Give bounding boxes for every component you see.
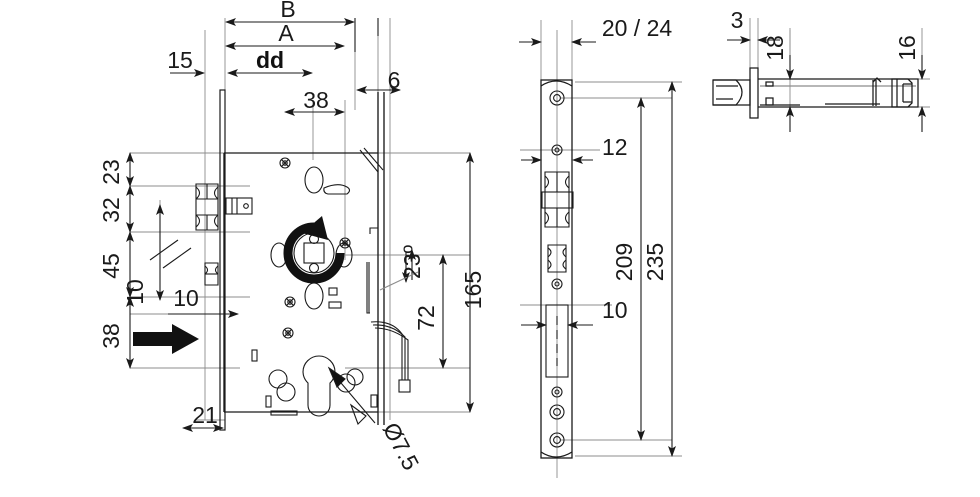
right-dimension-lines [379,152,474,413]
dim-10-face-label: 10 [602,297,628,323]
dim-23-label: 23 [98,159,124,185]
dim-dd-label: dd [256,47,284,73]
screw-boss [339,237,351,249]
front-section-view: B A dd 15 6 38 23 32 45 10 38 10 [98,0,486,474]
front-extension-lines [130,18,470,421]
side-extension-lines [749,18,930,125]
faceplate-edge-view: 20 / 24 12 10 209 235 [519,15,682,478]
roller-bolt-detail [195,183,219,231]
side-profile-view: 3 18 16 [712,7,930,132]
faceplate-hardware [541,90,574,448]
follower-rotation-arrow [283,216,345,284]
dim-32-label: 32 [98,197,124,223]
roller-spindle [225,197,253,215]
lock-mechanism-parts [251,147,411,417]
left-dimension-lines [126,152,192,369]
dim-23deg-label: 23º [399,244,425,279]
dim-15-label: 15 [167,47,193,73]
screw-boss [279,157,291,169]
dim-3-label: 3 [731,7,744,33]
dim-diam-7-5-label: Ø7.5 [378,418,424,474]
dim-B-label: B [280,0,295,22]
dim-72-label: 72 [413,305,439,331]
dim-235-label: 235 [642,243,668,281]
faceplate-dimension-lines [519,38,676,457]
dim-209-label: 209 [611,243,637,281]
dim-10-inner-label: 10 [173,285,199,311]
dim-21-label: 21 [192,402,218,428]
faceplate-extension-lines [520,20,682,478]
dim-6-label: 6 [388,67,401,93]
dim-16-label: 16 [894,35,920,61]
dim-10-left-label: 10 [122,279,148,305]
side-dimension-lines [727,36,926,132]
dim-38-top-label: 38 [303,87,329,113]
lock-body-outline [223,92,385,425]
dim-165-label: 165 [460,271,486,309]
side-profile-outline [712,67,919,119]
dim-A-label: A [278,20,294,46]
bottom-dimension-lines [182,366,376,432]
latch-bolt-detail [204,262,219,286]
dim-45-label: 45 [98,253,124,279]
dim-18-label: 18 [762,35,788,61]
handing-direction-arrow [133,324,199,354]
top-dimension-lines [170,18,401,116]
screw-boss [284,296,296,308]
dim-20-24-label: 20 / 24 [602,15,673,41]
dim-12-label: 12 [602,134,628,160]
screw-boss [282,327,294,339]
faceplate-outline [540,79,573,459]
dim-38-left-label: 38 [98,323,124,349]
